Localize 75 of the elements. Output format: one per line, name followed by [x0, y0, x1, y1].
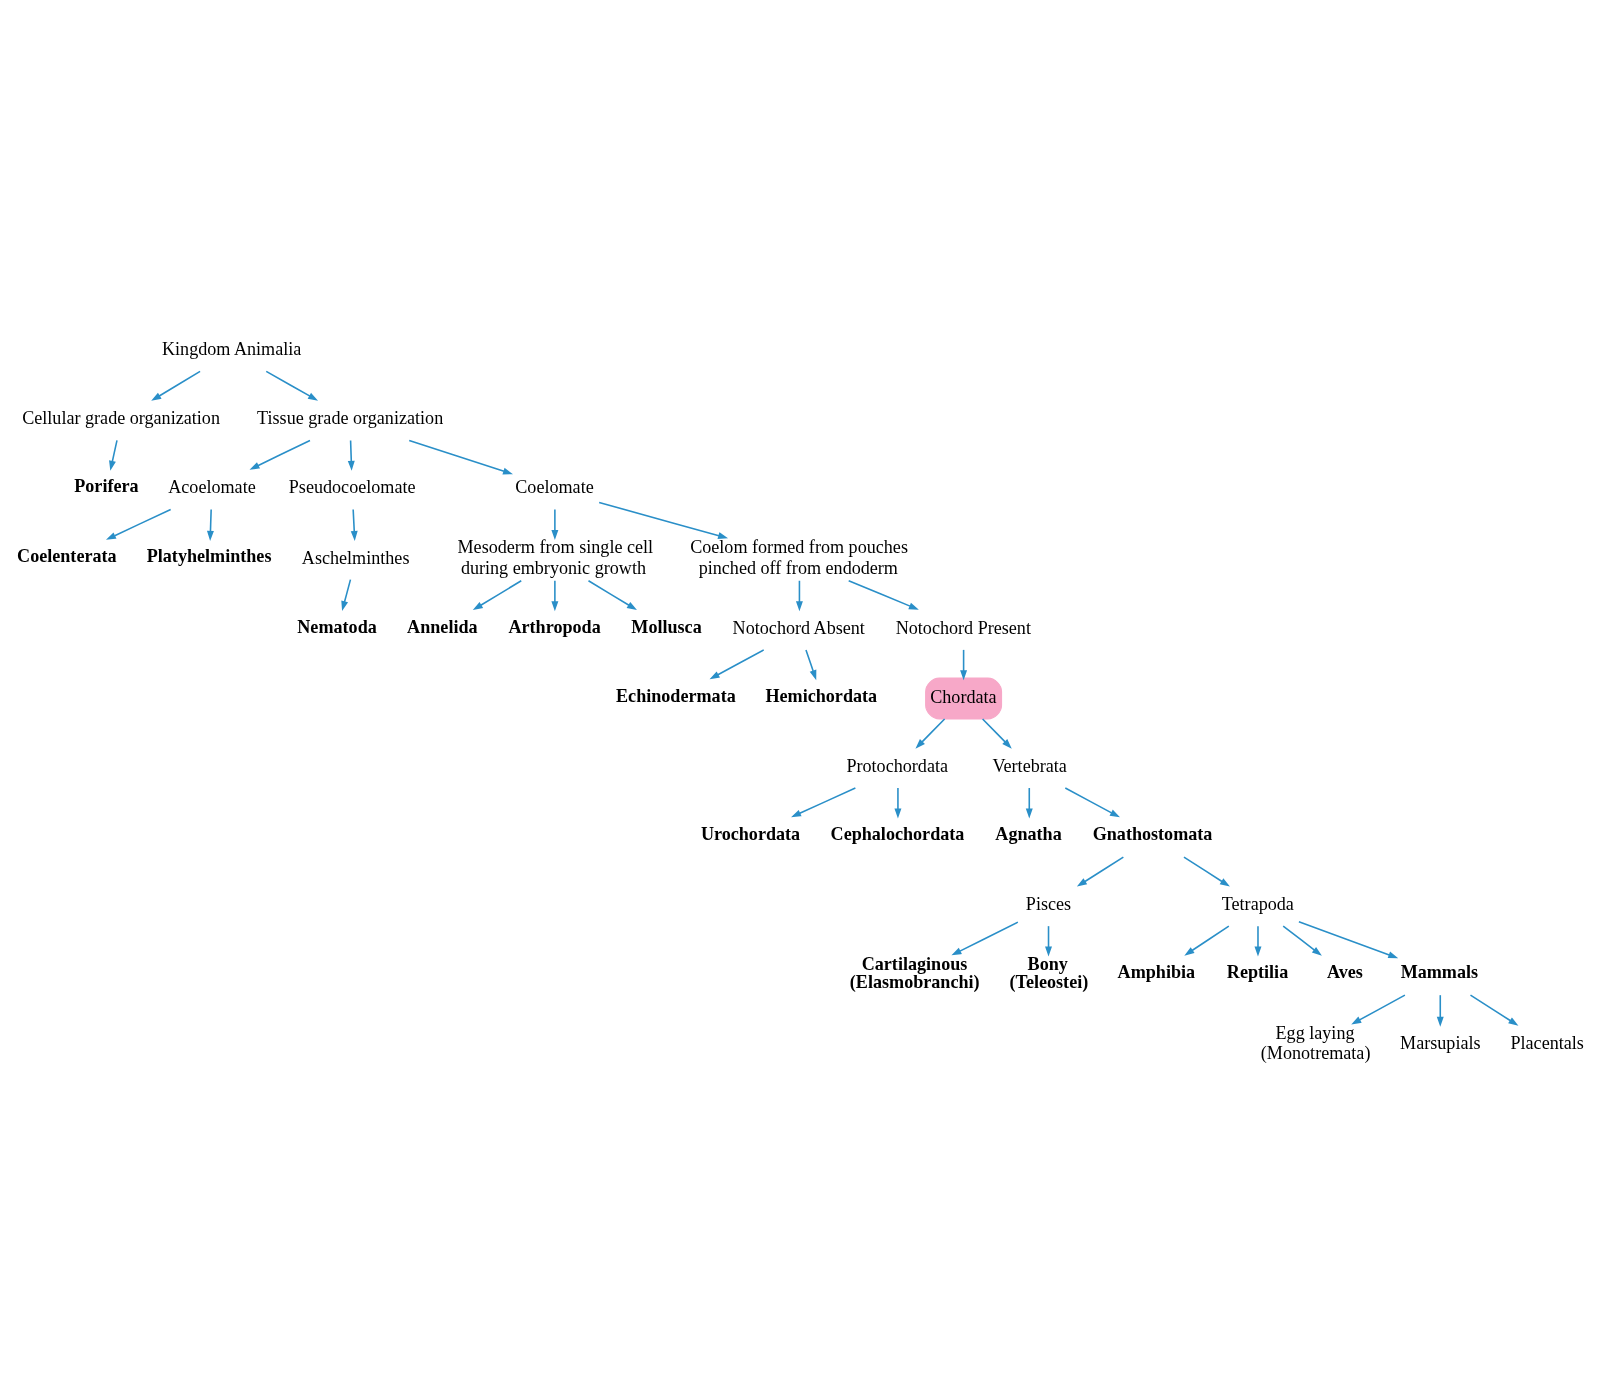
arrow [795, 579, 803, 612]
node-text: Aschelminthes [301, 547, 410, 568]
arrow [1025, 787, 1033, 819]
node-text: Gnathostomata [1092, 823, 1213, 844]
arrow [551, 579, 559, 612]
arrow [350, 508, 358, 541]
arrow [347, 439, 355, 471]
node-text: Acoelomate [168, 477, 256, 498]
arrow [915, 718, 946, 749]
arrow [1076, 856, 1125, 887]
arrow [341, 578, 352, 612]
arrow [551, 508, 559, 540]
node-text: Pseudocoelomate [288, 477, 416, 498]
node-text: Hemichordata [765, 685, 878, 706]
arrow [249, 439, 311, 470]
node-text: Urochordata [700, 823, 801, 844]
node-text: Kingdom Animalia [161, 339, 302, 360]
node-text: Protochordata [846, 755, 949, 776]
arrow [894, 787, 902, 819]
node-text: Cephalochordata [830, 823, 965, 844]
arrow [960, 649, 968, 681]
node-text: Bony (Teleostei) [1009, 954, 1089, 993]
arrow [472, 579, 523, 611]
arrow [206, 508, 214, 541]
node-text: Vertebrata [992, 755, 1067, 776]
arrow [1184, 925, 1230, 956]
arrow [981, 718, 1012, 749]
node-text: Porifera [74, 476, 139, 497]
arrow [1183, 856, 1230, 887]
arrow [1298, 921, 1399, 959]
node-text: Amphibia [1117, 961, 1196, 982]
node-text: Aves [1327, 961, 1363, 982]
arrow [951, 921, 1019, 956]
node-text: Tissue grade organization [257, 408, 444, 429]
node-text: Cellular grade organization [22, 408, 220, 429]
node-text: Nematoda [297, 616, 377, 637]
node-text: Arthropoda [508, 616, 601, 637]
node-text: Coelomate [515, 477, 594, 498]
arrow [1282, 925, 1322, 956]
arrow [265, 370, 319, 401]
node-text: Coelenterata [17, 546, 117, 567]
node-text: Marsupials [1400, 1033, 1481, 1054]
node-text: Notochord Present [895, 617, 1031, 638]
node-text: Annelida [407, 616, 478, 637]
node-box: Chordata [925, 677, 1003, 720]
node-text: Egg laying (Monotremata) [1260, 1023, 1371, 1064]
arrow [1064, 787, 1120, 818]
arrow [105, 508, 172, 540]
node-text: Notochord Absent [732, 617, 865, 638]
arrow [847, 579, 919, 610]
node-text: Cartilaginous (Elasmobranchi) [849, 954, 980, 993]
arrow [1436, 994, 1444, 1027]
arrow [1469, 994, 1519, 1026]
arrow [1045, 925, 1053, 957]
arrow [1254, 925, 1262, 957]
node-text: Coelom formed from pouches pinched off from endoderm [690, 537, 908, 578]
node-text: Mollusca [631, 616, 702, 637]
node-text: Tetrapoda [1221, 894, 1294, 914]
arrow [709, 649, 765, 680]
arrow [791, 787, 857, 818]
arrow [587, 579, 637, 611]
arrow [1351, 994, 1406, 1025]
node-text: Reptilia [1226, 961, 1289, 982]
arrow [408, 439, 513, 475]
node-text: Placentals [1510, 1033, 1584, 1054]
node-text: Agnatha [995, 823, 1062, 844]
node-text: Mesoderm from single cell during embryonic growth [457, 537, 654, 578]
node-text: Pisces [1025, 894, 1072, 914]
node-text: Platyhelminthes [146, 546, 272, 567]
arrow [805, 649, 817, 681]
arrow [598, 501, 729, 539]
arrow [151, 370, 201, 401]
node-text: Echinodermata [616, 685, 736, 706]
arrow [109, 439, 118, 471]
node-text: Mammals [1400, 961, 1479, 982]
